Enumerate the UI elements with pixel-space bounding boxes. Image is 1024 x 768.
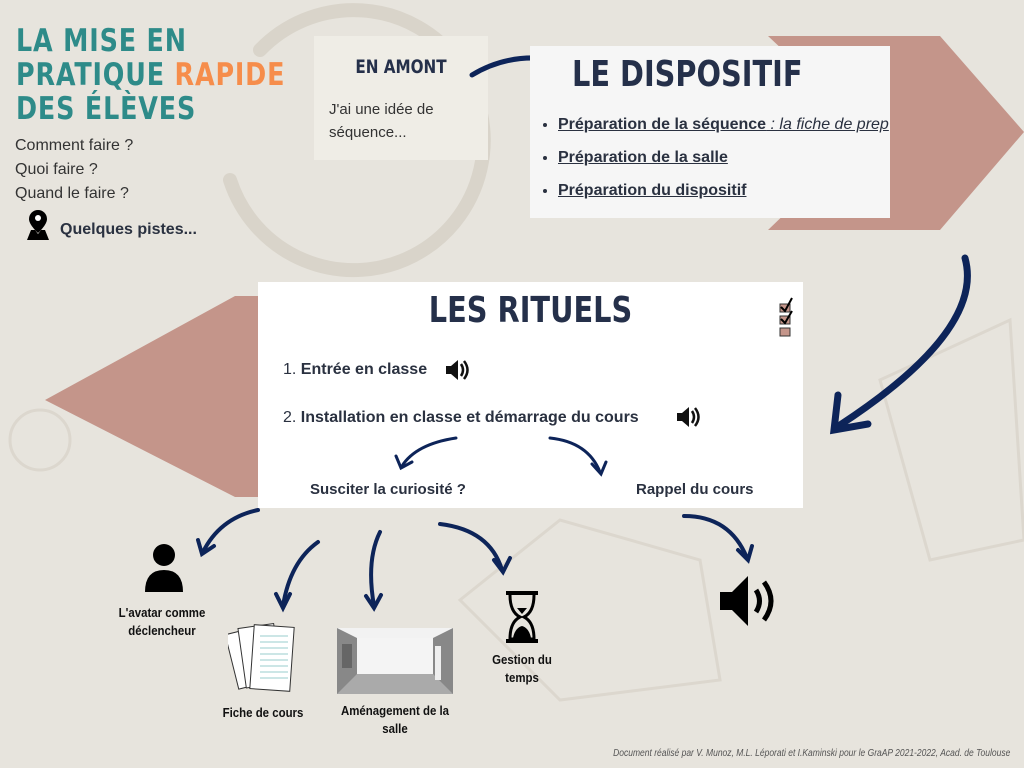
rappel-link[interactable]: Rappel du cours bbox=[636, 481, 754, 498]
dispositif-title: LE DISPOSITIF bbox=[572, 54, 803, 95]
avatar-label: L'avatar comme déclencheur bbox=[118, 605, 206, 638]
link-fiche-prep[interactable]: : la fiche de prep bbox=[766, 116, 889, 133]
amenagement-label: Aménagement de la salle bbox=[340, 703, 450, 736]
dispositif-box: LE DISPOSITIF Préparation de la séquence… bbox=[530, 46, 890, 218]
hourglass-icon[interactable] bbox=[505, 590, 539, 644]
footer-credit: Document réalisé par V. Munoz, M.L. Lépo… bbox=[612, 748, 1010, 759]
link-dispositif[interactable]: Préparation du dispositif bbox=[558, 182, 747, 199]
fiche-label: Fiche de cours bbox=[222, 705, 304, 720]
ritual-2: 2. Installation en classe et démarrage d… bbox=[283, 409, 639, 426]
bottom-arrows bbox=[196, 508, 754, 613]
curved-arrows bbox=[394, 436, 608, 477]
list-item: Préparation de la séquence : la fiche de… bbox=[558, 116, 889, 134]
rituels-title: LES RITUELS bbox=[428, 290, 633, 331]
en-amont-box: EN AMONT J'ai une idée de séquence... bbox=[314, 36, 488, 160]
pistes-link[interactable]: Quelques pistes... bbox=[60, 221, 197, 238]
page-title: LA MISE EN PRATIQUE RAPIDE DES ÉLÈVES bbox=[16, 23, 286, 127]
checklist-icon bbox=[779, 297, 793, 337]
speaker-icon[interactable] bbox=[675, 405, 701, 429]
big-arrow-icon bbox=[836, 254, 971, 429]
map-pin-icon[interactable] bbox=[25, 208, 51, 242]
classroom-icon[interactable] bbox=[337, 628, 453, 694]
speaker-icon[interactable] bbox=[444, 358, 470, 382]
big-speaker-icon[interactable] bbox=[718, 572, 776, 630]
cycle-arrow-decor bbox=[223, 3, 491, 278]
list-item: Préparation du dispositif bbox=[558, 182, 889, 200]
en-amont-title: EN AMONT bbox=[355, 56, 447, 78]
avatar-icon[interactable] bbox=[143, 542, 185, 594]
rituels-box: LES RITUELS 1. Entrée en classe 2. Insta… bbox=[258, 282, 803, 508]
link-sequence[interactable]: Préparation de la séquence bbox=[558, 116, 767, 133]
dispositif-list: Préparation de la séquence : la fiche de… bbox=[558, 116, 889, 215]
question: Quoi faire ? bbox=[15, 161, 98, 178]
list-item: Préparation de la salle bbox=[558, 149, 889, 167]
en-amont-text: J'ai une idée de séquence... bbox=[329, 101, 434, 141]
link-salle[interactable]: Préparation de la salle bbox=[558, 149, 728, 166]
curiosite-link[interactable]: Susciter la curiosité ? bbox=[310, 481, 466, 498]
question: Comment faire ? bbox=[15, 137, 134, 154]
temps-label: Gestion du temps bbox=[492, 652, 552, 685]
ritual-1: 1. Entrée en classe bbox=[283, 361, 428, 378]
question: Quand le faire ? bbox=[15, 185, 129, 202]
course-sheets-icon[interactable] bbox=[228, 620, 300, 696]
